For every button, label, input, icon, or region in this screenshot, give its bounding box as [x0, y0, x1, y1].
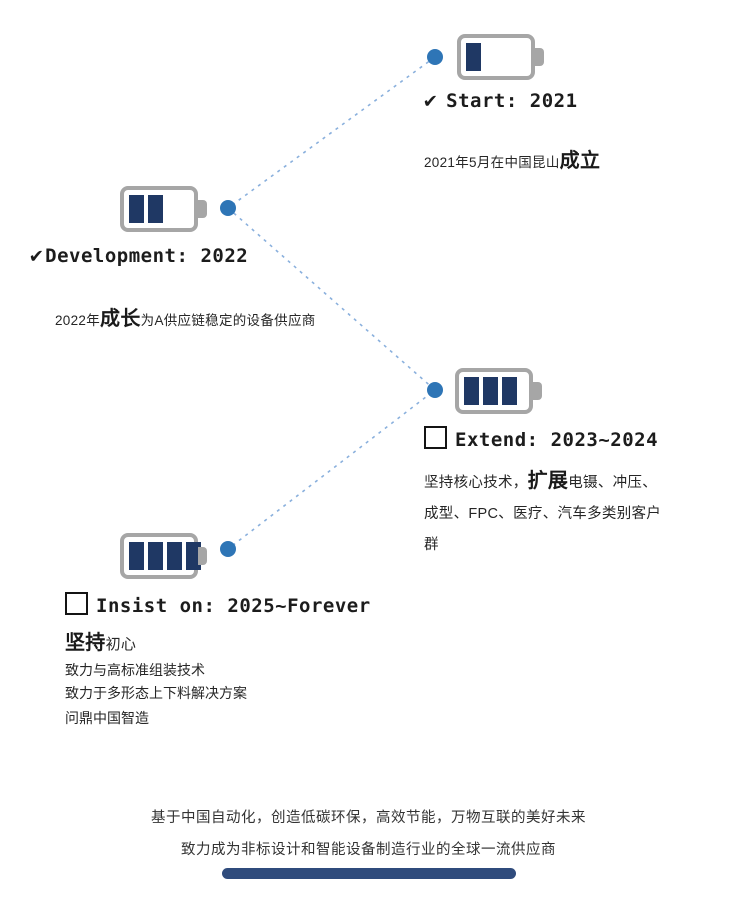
detail-line: 致力于多形态上下料解决方案	[65, 684, 247, 701]
battery-icon-level-3	[455, 368, 533, 414]
desc-text: 2022年	[55, 313, 101, 328]
milestone-extend-title: Extend:	[455, 429, 539, 451]
milestone-insist-detail-lines: 致力与高标准组装技术 致力于多形态上下料解决方案 问鼎中国智造	[65, 659, 247, 730]
desc-text: 初心	[105, 636, 137, 653]
desc-emphasis: 坚持	[65, 632, 106, 654]
milestone-development-title: Development:	[45, 245, 189, 267]
milestone-extend-period: 2023~2024	[550, 429, 659, 451]
battery-icon-level-1	[457, 34, 535, 80]
battery-icon-level-4	[120, 533, 201, 579]
footer-vision-line-1: 基于中国自动化，创造低碳环保，高效节能，万物互联的美好未来	[151, 810, 586, 826]
milestone-extend-desc: 坚持核心技术，扩展电镊、冲压、成型、FPC、医疗、汽车多类别客户群	[424, 466, 664, 561]
milestone-start-heading: ✔ Start: 2021	[424, 88, 578, 112]
check-icon: ✔	[424, 88, 438, 112]
milestone-insist-subtitle: 坚持初心	[65, 626, 136, 655]
timeline-node-dot-2025	[220, 541, 236, 557]
milestone-insist-heading: Insist on: 2025~Forever	[65, 592, 371, 617]
check-icon: ✔	[30, 243, 44, 267]
timeline-node-dot-2022	[220, 200, 236, 216]
milestone-insist-title: Insist on:	[96, 595, 216, 617]
checkbox-icon	[424, 426, 447, 449]
milestone-start-period: 2021	[529, 90, 578, 112]
milestone-insist-period: 2025~Forever	[227, 595, 371, 617]
milestone-start-title: Start:	[446, 90, 518, 112]
milestone-extend-heading: Extend: 2023~2024	[424, 426, 658, 451]
milestone-development-period: 2022	[200, 245, 249, 267]
detail-line: 问鼎中国智造	[65, 710, 149, 726]
desc-text: 2021年5月在中国昆山	[424, 155, 560, 170]
milestone-development-desc: 2022年成长为A供应链稳定的设备供应商	[55, 302, 316, 331]
detail-line: 致力与高标准组装技术	[65, 662, 205, 678]
desc-emphasis: 成长	[100, 308, 141, 330]
timeline-node-dot-2021	[427, 49, 443, 65]
desc-emphasis: 成立	[559, 150, 601, 172]
timeline-node-dot-2023	[427, 382, 443, 398]
milestone-development-heading: ✔Development: 2022	[30, 243, 248, 267]
footer-vision-line-2: 致力成为非标设计和智能设备制造行业的全球一流供应商	[181, 842, 556, 858]
footer-accent-bar	[222, 868, 516, 879]
milestone-start-desc: 2021年5月在中国昆山成立	[424, 144, 600, 173]
battery-icon-level-2	[120, 186, 198, 232]
desc-text: 坚持核心技术，	[424, 475, 528, 491]
checkbox-icon	[65, 592, 88, 615]
desc-text: 为A供应链稳定的设备供应商	[140, 313, 316, 328]
desc-text: 电镊、冲压、成型、FPC、医疗、汽车多类别客户群	[424, 475, 662, 553]
desc-emphasis: 扩展	[527, 470, 569, 492]
